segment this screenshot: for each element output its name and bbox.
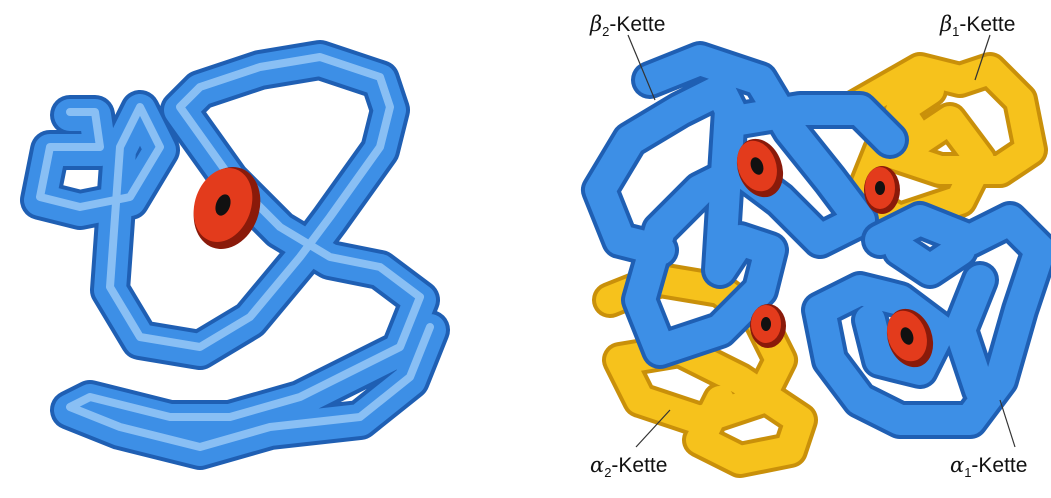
alpha1-leader	[999, 399, 1016, 448]
alpha2-text: -Kette	[611, 454, 668, 477]
heme-group	[193, 167, 261, 249]
beta1-subscript: 1	[952, 24, 960, 40]
heme-beta1	[864, 166, 900, 214]
beta1-text: -Kette	[959, 13, 1016, 36]
heme-alpha1	[886, 308, 934, 368]
heme-alpha2	[750, 304, 786, 348]
alpha1-text: -Kette	[971, 454, 1028, 477]
beta2-greek: β	[590, 12, 603, 36]
beta2-chain	[581, 41, 909, 369]
single-chain-highlight	[36, 53, 434, 451]
leader-lines	[627, 34, 1016, 448]
alpha1-chain	[801, 201, 1051, 439]
alpha2-greek: α	[590, 453, 605, 477]
alpha2-leader	[635, 409, 671, 448]
beta1-chain-label: β1-Kette	[940, 12, 1015, 39]
beta2-leader	[627, 34, 656, 101]
alpha1-chain-label: α1-Kette	[950, 453, 1027, 480]
tetramer-molecule	[581, 41, 1051, 478]
alpha1-subscript: 1	[964, 465, 972, 481]
beta1-greek: β	[940, 12, 953, 36]
beta1-leader	[974, 34, 991, 81]
beta2-text: -Kette	[609, 13, 666, 36]
heme-beta2	[736, 138, 784, 198]
beta2-subscript: 2	[602, 24, 610, 40]
alpha2-subscript: 2	[604, 465, 612, 481]
single-chain-molecule	[20, 40, 450, 470]
alpha2-chain-label: α2-Kette	[590, 453, 667, 480]
beta2-chain-label: β2-Kette	[590, 12, 665, 39]
alpha1-greek: α	[950, 453, 965, 477]
